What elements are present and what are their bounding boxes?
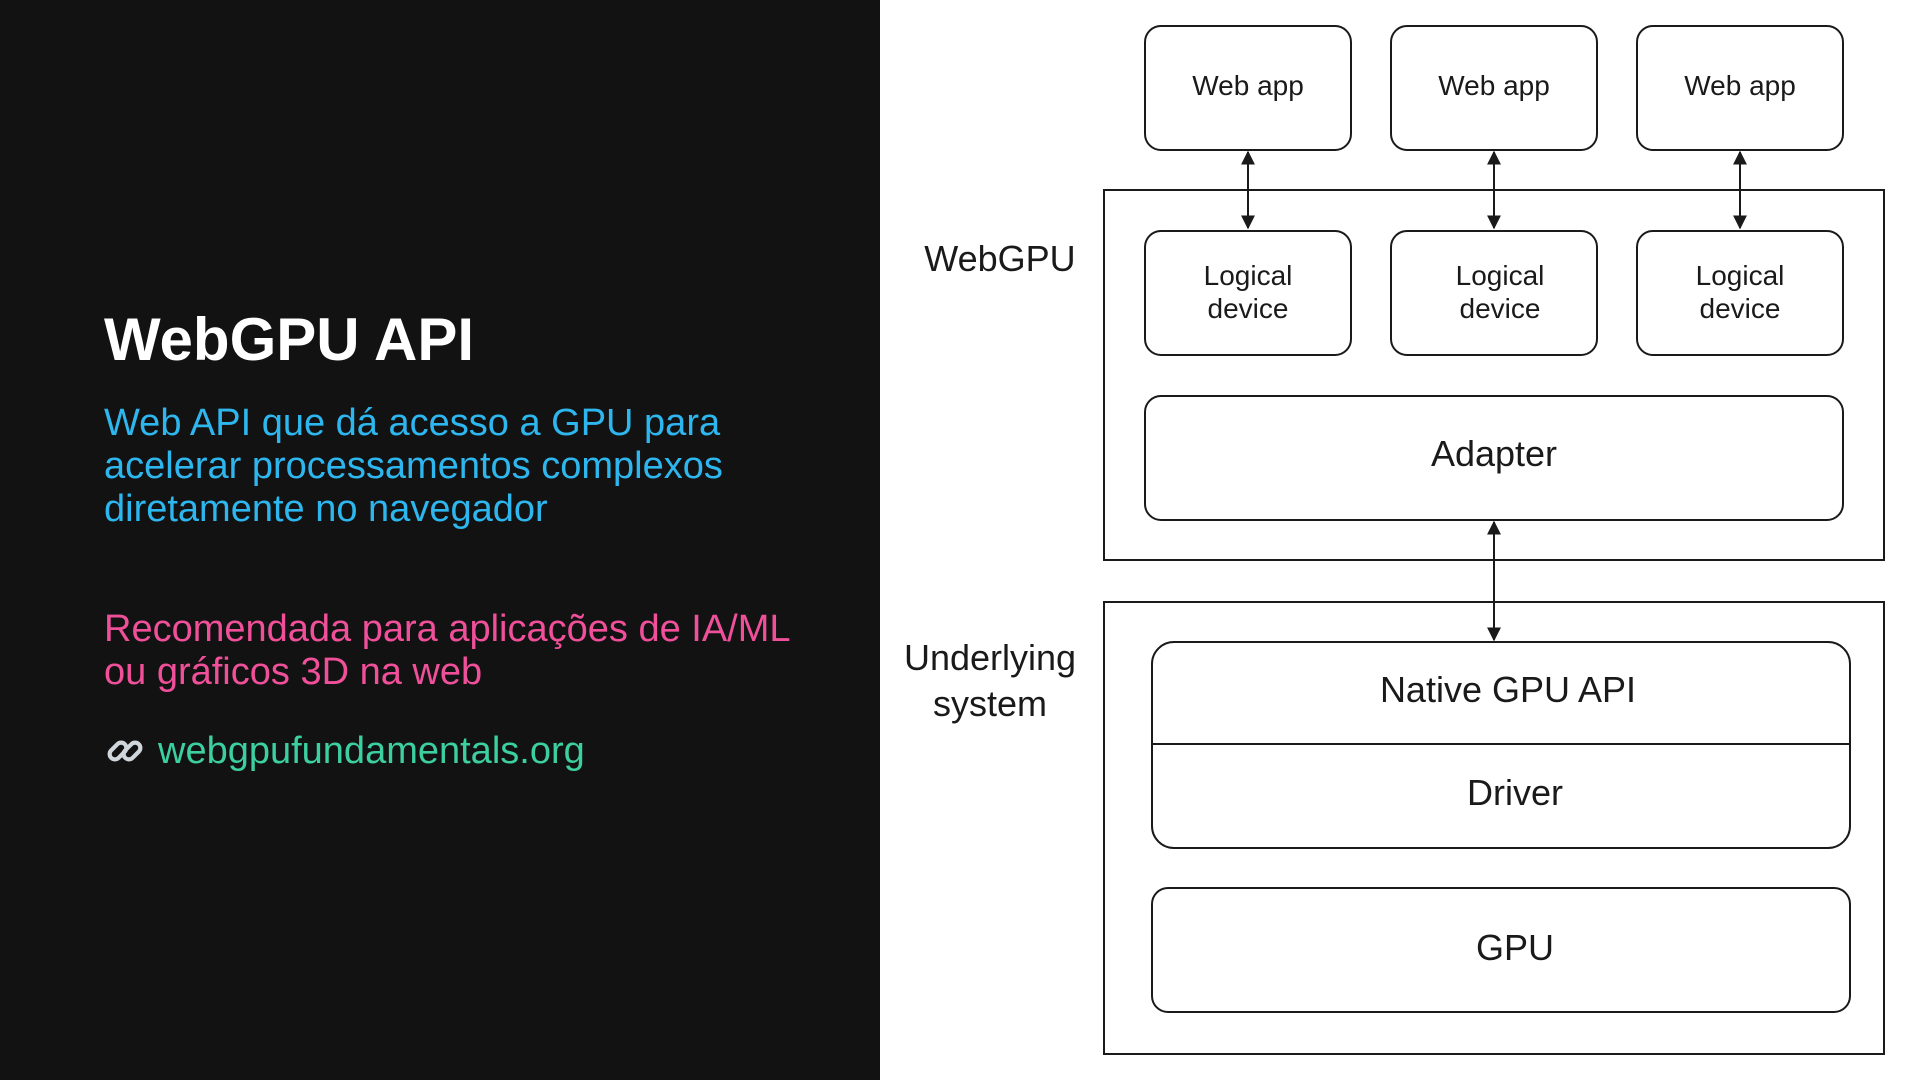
gpu-box — [1151, 887, 1851, 1013]
underlying-label-line2: system — [933, 683, 1047, 724]
web-app-box-1 — [1144, 25, 1352, 151]
slide-title: WebGPU API — [104, 306, 475, 373]
slide-recommendation: Recomendada para aplicações de IA/ML ou … — [104, 608, 790, 693]
logical-device-box-2 — [1390, 230, 1598, 356]
logical-device-box-1 — [1144, 230, 1352, 356]
web-app-label-2: Web app — [1438, 70, 1550, 101]
webgpufundamentals-link[interactable]: webgpufundamentals.org — [158, 730, 585, 772]
logical-device-2-line2: device — [1460, 293, 1541, 324]
diagram-svg: WebGPU Underlying system Web app Web app… — [904, 25, 1885, 1055]
webgpu-architecture-diagram: WebGPU Underlying system Web app Web app… — [880, 0, 1920, 1080]
web-app-label-1: Web app — [1192, 70, 1304, 101]
adapter-box — [1144, 395, 1844, 521]
left-panel: WebGPU API Web API que dá acesso a GPU p… — [0, 0, 880, 1080]
logical-device-2-line1: Logical — [1456, 260, 1545, 291]
logical-device-3-line2: device — [1700, 293, 1781, 324]
web-app-label-3: Web app — [1684, 70, 1796, 101]
logical-device-3-line1: Logical — [1696, 260, 1785, 291]
webgpu-label: WebGPU — [924, 238, 1075, 279]
link-row[interactable]: webgpufundamentals.org — [104, 728, 585, 774]
logical-device-1-line1: Logical — [1204, 260, 1293, 291]
logical-device-box-3 — [1636, 230, 1844, 356]
adapter-label: Adapter — [1431, 433, 1557, 474]
gpu-label: GPU — [1476, 927, 1554, 968]
logical-device-1-line2: device — [1208, 293, 1289, 324]
native-api-label: Native GPU API — [1380, 669, 1636, 710]
slide-description: Web API que dá acesso a GPU para acelera… — [104, 402, 723, 530]
web-app-box-3 — [1636, 25, 1844, 151]
link-icon — [107, 740, 143, 762]
underlying-label-line1: Underlying — [904, 637, 1076, 678]
web-app-box-2 — [1390, 25, 1598, 151]
driver-label: Driver — [1467, 772, 1563, 813]
